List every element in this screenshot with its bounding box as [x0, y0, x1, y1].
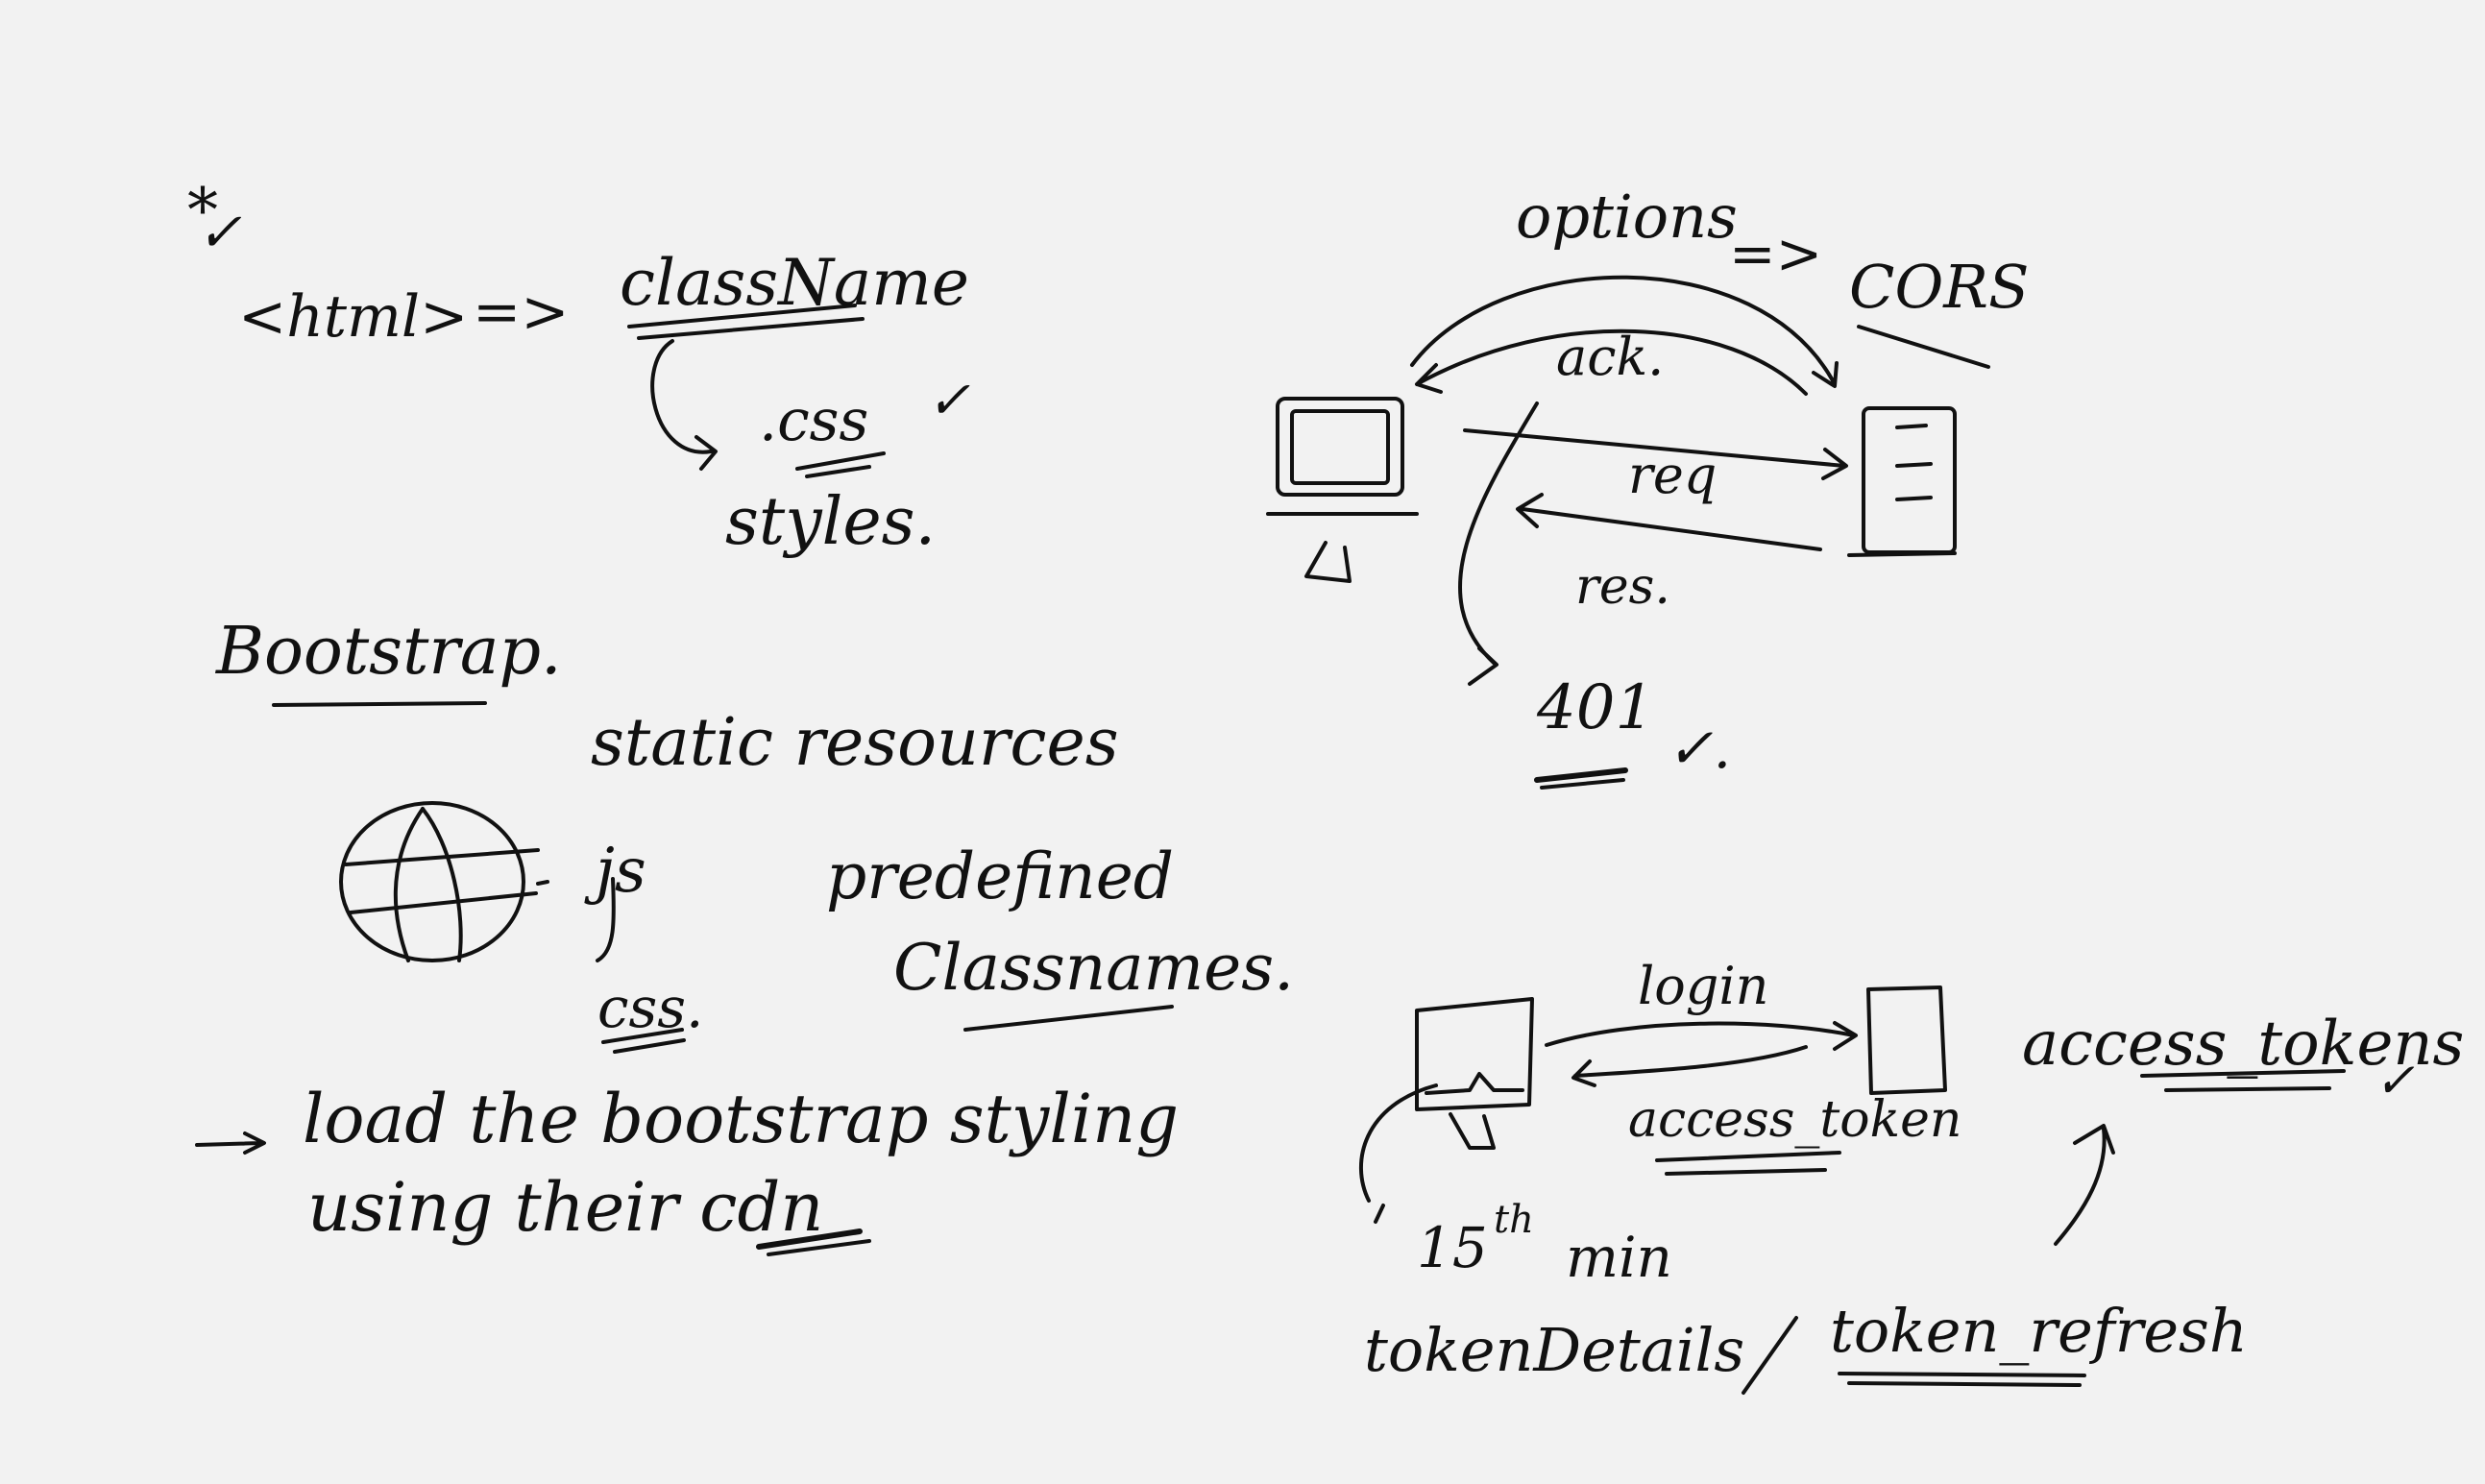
server-icon: [1847, 406, 1957, 557]
html-arrow-label: =>: [473, 279, 570, 346]
status-401-arrow: [1458, 401, 1539, 686]
classname-underline: [627, 304, 857, 328]
slash-stroke: [1742, 1316, 1798, 1395]
login-label: login: [1638, 956, 1769, 1016]
css-underline: [795, 451, 886, 471]
static-resources-label: static resources: [591, 705, 1119, 781]
star-note: *: [187, 176, 218, 247]
css-check: ✓: [927, 370, 971, 430]
login-client-computer-icon: [1415, 997, 1534, 1150]
load-arrow: [195, 1131, 266, 1155]
access-token-reply-label: access_token: [1628, 1091, 1962, 1149]
req-arrow: [1463, 428, 1848, 480]
status-401-underline: [1534, 767, 1628, 783]
css-label: css.: [597, 975, 704, 1040]
login-server-icon: [1866, 985, 1947, 1095]
options-arrow-label: =>: [1729, 221, 1823, 286]
ack-label: ack.: [1556, 327, 1665, 387]
classname-to-css-arrow: [650, 339, 718, 471]
refresh-up-arrow: [2054, 1124, 2115, 1246]
req-label: req: [1628, 445, 1718, 505]
status-401-check: ✓.: [1667, 716, 1732, 781]
css-ext-label: .css: [759, 387, 869, 454]
classnames-underline: [963, 1005, 1174, 1032]
js-label: js: [596, 836, 646, 907]
token-refresh-label: token_refresh: [1830, 1296, 2248, 1366]
check-mark: ✓: [197, 202, 242, 264]
bootstrap-underline: [272, 701, 487, 707]
html-tag-label: <html>: [238, 283, 469, 351]
client-computer-icon: [1266, 397, 1419, 583]
status-401-label: 401: [1537, 672, 1655, 743]
classname-label: className: [620, 246, 969, 320]
globe-icon: [339, 801, 549, 962]
access-tokens-underline: [2140, 1069, 2346, 1078]
fifteen-label: 15: [1417, 1215, 1488, 1280]
css-underline-2: [805, 465, 871, 478]
cdn-underline: [756, 1229, 863, 1250]
min-label: min: [1566, 1225, 1672, 1290]
cors-underline: [1857, 325, 1990, 369]
js-hook: [596, 877, 616, 962]
status-401-underline-2: [1540, 778, 1625, 790]
load-bootstrap-line1: load the bootstrap styling: [303, 1080, 1180, 1158]
access-token-underline-2: [1665, 1168, 1827, 1176]
access-tokens-label: access_tokens: [2022, 1009, 2465, 1080]
styles-label: styles.: [725, 484, 937, 560]
res-label: res.: [1575, 558, 1670, 616]
options-arrow: [1410, 275, 1839, 388]
options-label: options: [1516, 182, 1738, 252]
classnames-label: Classnames.: [893, 931, 1295, 1005]
classname-underline-2: [637, 317, 865, 340]
token-details-label: tokenDetails: [1364, 1315, 1745, 1385]
access-tokens-check: ✓: [2375, 1053, 2415, 1108]
load-bootstrap-line2: using their cdn: [307, 1168, 824, 1247]
token-refresh-underline: [1838, 1372, 2086, 1377]
access-token-return-arrow: [1571, 1045, 1808, 1087]
predefined-label: predefined: [826, 839, 1175, 913]
res-arrow: [1516, 493, 1822, 551]
login-arrow: [1545, 1021, 1858, 1051]
cdn-underline-2: [767, 1239, 871, 1256]
fifteen-sup-label: th: [1494, 1198, 1534, 1242]
css-bootstrap-underline-2: [613, 1038, 686, 1054]
token-refresh-underline-2: [1847, 1381, 2082, 1387]
expiry-curve: [1359, 1083, 1438, 1224]
ack-arrow: [1415, 328, 1808, 396]
bootstrap-heading: Bootstrap.: [216, 614, 562, 690]
css-bootstrap-underline: [601, 1028, 684, 1044]
cors-label: CORS: [1849, 252, 2030, 322]
access-tokens-underline-2: [2164, 1086, 2331, 1092]
access-token-underline: [1655, 1151, 1841, 1162]
